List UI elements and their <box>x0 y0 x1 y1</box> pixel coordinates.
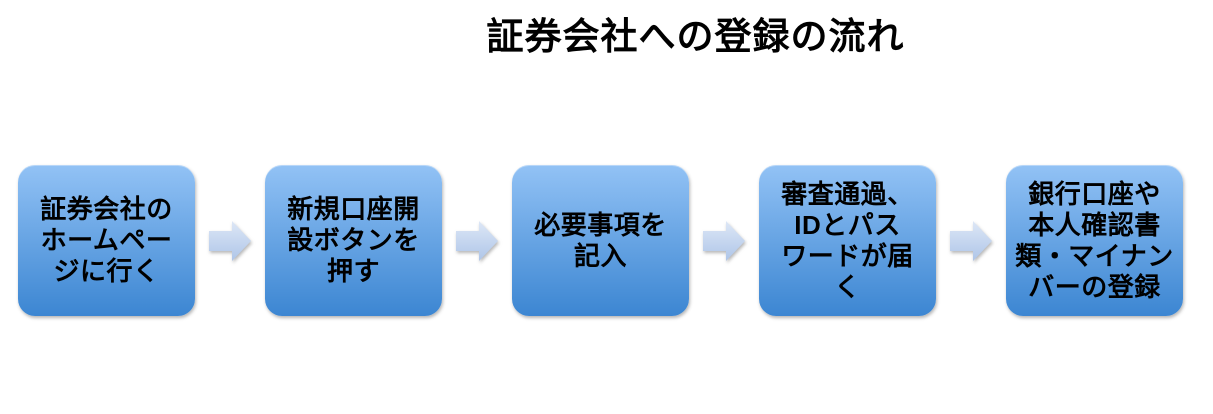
arrow-right-icon <box>456 220 498 261</box>
flow-step-1: 証券会社の ホームペー ジに行く <box>18 165 195 316</box>
flow-step-4: 審査通過、 IDとパス ワードが届 く <box>759 165 936 316</box>
flow-step-label: 新規口座開 設ボタンを 押す <box>287 194 420 286</box>
flow-step-label: 銀行口座や 本人確認書 類・マイナン バーの登録 <box>1015 178 1174 302</box>
flow-row: 証券会社の ホームペー ジに行く 新規口座開 設ボタンを 押す 必要事項を 記入… <box>18 165 1183 316</box>
flow-step-5: 銀行口座や 本人確認書 類・マイナン バーの登録 <box>1006 165 1183 316</box>
flow-step-label: 必要事項を 記入 <box>534 209 667 271</box>
flow-connector <box>936 165 1006 316</box>
arrow-right-icon <box>703 220 745 261</box>
diagram-title: 証券会社への登録の流れ <box>486 16 905 57</box>
flow-step-3: 必要事項を 記入 <box>512 165 689 316</box>
flow-step-label: 証券会社の ホームペー ジに行く <box>40 194 173 286</box>
arrow-right-icon <box>950 220 992 261</box>
flow-connector <box>689 165 759 316</box>
flow-connector <box>442 165 512 316</box>
arrow-right-icon <box>209 220 251 261</box>
flow-connector <box>195 165 265 316</box>
flow-step-label: 審査通過、 IDとパス ワードが届 く <box>781 178 914 302</box>
flow-step-2: 新規口座開 設ボタンを 押す <box>265 165 442 316</box>
